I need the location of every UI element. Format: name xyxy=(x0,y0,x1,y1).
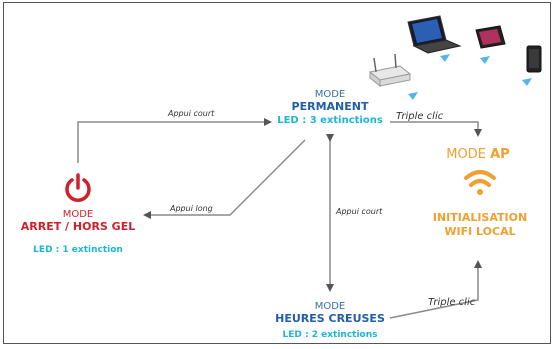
heures-creuses-mode-name: HEURES CREUSES xyxy=(275,312,385,325)
smartphone-icon xyxy=(522,45,542,86)
router-icon xyxy=(368,53,418,100)
label-triple-clic-bottom: Triple clic xyxy=(428,297,476,308)
arrow-appui-court-top xyxy=(77,118,272,163)
ap-mode-title: MODE AP xyxy=(446,148,509,161)
ap-line1: INITIALISATION xyxy=(432,211,528,224)
arret-mode-word: MODE xyxy=(62,209,94,220)
label-appui-court-top: Appui court xyxy=(168,109,215,118)
diagram-frame xyxy=(3,2,551,344)
arret-led: LED : 1 extinction xyxy=(33,245,123,255)
ap-mode-word: MODE xyxy=(446,147,486,162)
power-icon xyxy=(65,173,91,202)
label-appui-long: Appui long xyxy=(170,204,213,213)
label-triple-clic-top: Triple clic xyxy=(396,111,444,122)
wifi-icon xyxy=(464,170,496,195)
arrow-triple-clic-top xyxy=(390,121,482,137)
permanent-mode-word: MODE xyxy=(314,89,346,100)
arrow-appui-long xyxy=(143,139,306,219)
arret-mode-name: ARRET / HORS GEL xyxy=(20,220,136,233)
laptop-icon xyxy=(407,15,462,62)
heures-creuses-led: LED : 2 extinctions xyxy=(282,330,378,340)
ap-line2: WIFI LOCAL xyxy=(444,225,516,238)
permanent-mode-name: PERMANENT xyxy=(291,100,369,113)
heures-creuses-mode-word: MODE xyxy=(314,301,346,312)
label-appui-court-vertical: Appui court xyxy=(336,207,383,216)
tablet-icon xyxy=(475,25,506,64)
ap-mode-name: AP xyxy=(490,147,510,162)
arrow-triple-clic-bottom xyxy=(389,260,482,319)
permanent-led: LED : 3 extinctions xyxy=(277,115,383,126)
